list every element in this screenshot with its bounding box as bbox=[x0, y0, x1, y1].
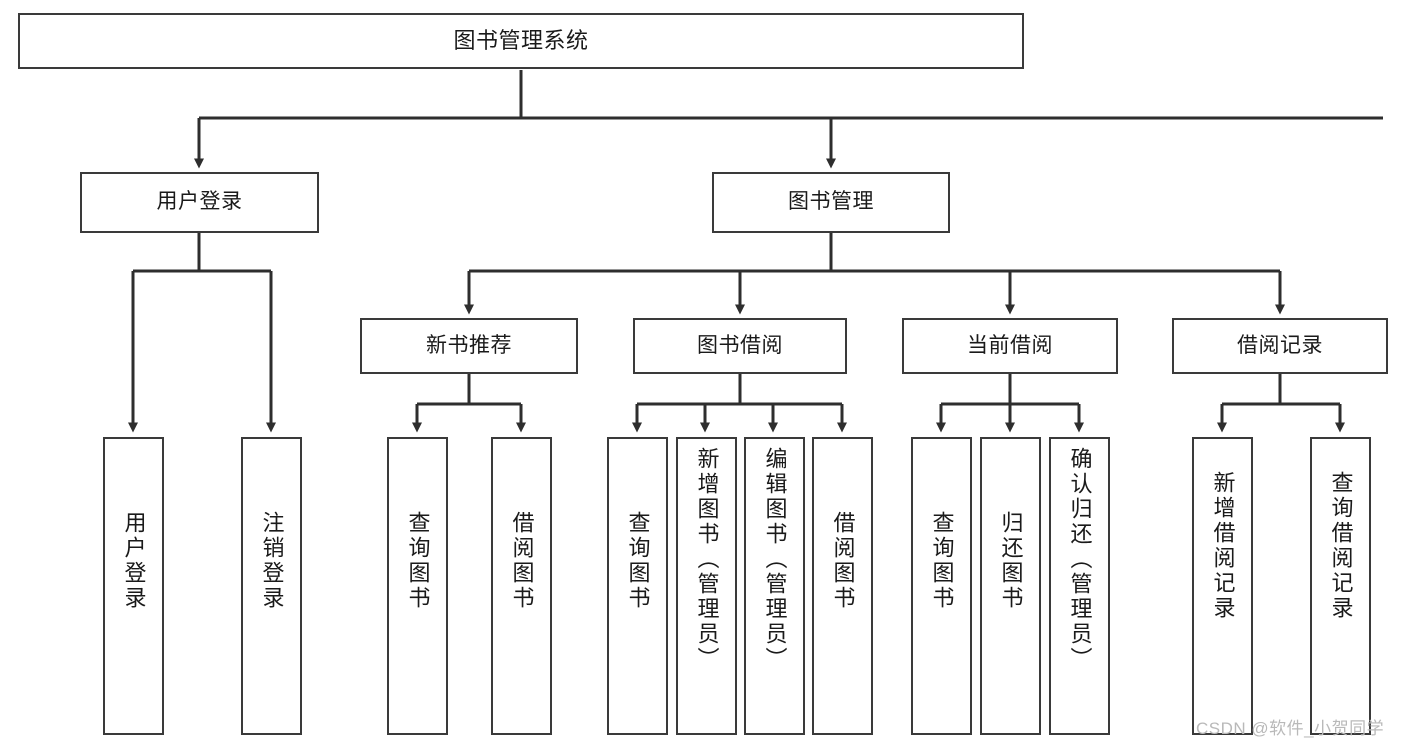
node-leaf-borrow-book-1[interactable]: 借阅图书 bbox=[491, 437, 552, 735]
node-leaf-add-book[interactable]: 新增图书（管理员） bbox=[676, 437, 737, 735]
node-leaf-confirm-return-label: 确认归还（管理员） bbox=[1067, 447, 1093, 672]
node-leaf-return-book-label: 归还图书 bbox=[998, 511, 1024, 611]
node-leaf-user-login[interactable]: 用户登录 bbox=[103, 437, 164, 735]
node-leaf-add-book-label: 新增图书（管理员） bbox=[694, 447, 720, 672]
node-leaf-query-book-3[interactable]: 查询图书 bbox=[911, 437, 972, 735]
node-book-borrow[interactable]: 图书借阅 bbox=[633, 318, 847, 374]
node-leaf-confirm-return[interactable]: 确认归还（管理员） bbox=[1049, 437, 1110, 735]
node-new-book-recommend-label: 新书推荐 bbox=[426, 333, 512, 357]
node-leaf-edit-book-label: 编辑图书（管理员） bbox=[762, 447, 788, 672]
node-root[interactable]: 图书管理系统 bbox=[18, 13, 1024, 69]
node-root-label: 图书管理系统 bbox=[453, 28, 589, 54]
node-leaf-edit-book[interactable]: 编辑图书（管理员） bbox=[744, 437, 805, 735]
node-current-borrow-label: 当前借阅 bbox=[967, 333, 1053, 357]
node-leaf-add-record-label: 新增借阅记录 bbox=[1210, 471, 1236, 621]
node-book-manage-label: 图书管理 bbox=[788, 190, 874, 214]
watermark: CSDN @软件_小贺同学 bbox=[1196, 719, 1385, 738]
node-leaf-borrow-book-2-label: 借阅图书 bbox=[830, 511, 856, 611]
node-leaf-add-record[interactable]: 新增借阅记录 bbox=[1192, 437, 1253, 735]
node-leaf-query-book-3-label: 查询图书 bbox=[929, 511, 955, 611]
node-leaf-query-book-1[interactable]: 查询图书 bbox=[387, 437, 448, 735]
node-new-book-recommend[interactable]: 新书推荐 bbox=[360, 318, 578, 374]
node-user-login[interactable]: 用户登录 bbox=[80, 172, 319, 233]
node-leaf-borrow-book-1-label: 借阅图书 bbox=[509, 511, 535, 611]
node-leaf-borrow-book-2[interactable]: 借阅图书 bbox=[812, 437, 873, 735]
node-leaf-query-book-2-label: 查询图书 bbox=[625, 511, 651, 611]
node-leaf-return-book[interactable]: 归还图书 bbox=[980, 437, 1041, 735]
node-leaf-logout-login-label: 注销登录 bbox=[259, 511, 285, 611]
node-current-borrow[interactable]: 当前借阅 bbox=[902, 318, 1118, 374]
node-leaf-user-login-label: 用户登录 bbox=[121, 511, 147, 611]
node-user-login-label: 用户登录 bbox=[156, 190, 243, 214]
node-leaf-query-book-1-label: 查询图书 bbox=[405, 511, 431, 611]
node-borrow-record-label: 借阅记录 bbox=[1237, 333, 1323, 357]
node-book-manage[interactable]: 图书管理 bbox=[712, 172, 950, 233]
node-leaf-query-record-label: 查询借阅记录 bbox=[1328, 471, 1354, 621]
node-leaf-query-record[interactable]: 查询借阅记录 bbox=[1310, 437, 1371, 735]
node-leaf-logout-login[interactable]: 注销登录 bbox=[241, 437, 302, 735]
node-borrow-record[interactable]: 借阅记录 bbox=[1172, 318, 1388, 374]
node-book-borrow-label: 图书借阅 bbox=[697, 333, 783, 357]
node-leaf-query-book-2[interactable]: 查询图书 bbox=[607, 437, 668, 735]
